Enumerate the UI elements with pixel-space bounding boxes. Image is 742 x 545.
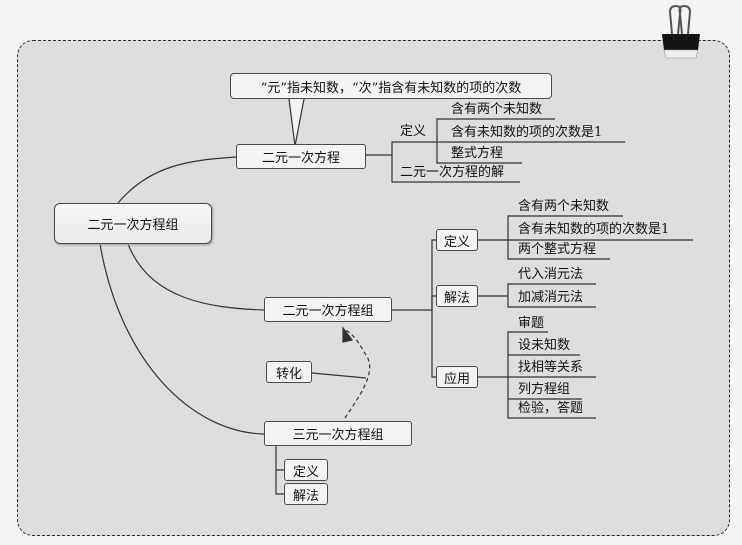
system-apply-item: 找相等关系 <box>518 360 584 375</box>
binder-clip-icon <box>662 4 700 59</box>
root-to-ternary <box>99 243 265 435</box>
transform-arrow <box>344 329 371 419</box>
ternary-label: 三元一次方程组 <box>292 428 384 443</box>
equation-solution-label: 二元一次方程的解 <box>400 165 505 180</box>
equation-label: 二元一次方程 <box>261 151 340 166</box>
root-to-equation <box>117 156 237 204</box>
transform-link <box>311 372 367 379</box>
system-apply-item: 设未知数 <box>518 338 571 353</box>
system-solve-label: 解法 <box>443 290 470 306</box>
system-apply-node[interactable]: 应用 <box>436 366 478 388</box>
equation-node[interactable]: 二元一次方程 <box>236 144 366 169</box>
system-apply-underlines <box>512 331 596 419</box>
equation-to-solution <box>391 155 398 183</box>
system-definition-item: 含有两个未知数 <box>518 199 610 214</box>
system-to-children <box>392 239 436 311</box>
equation-definition-label: 定义 <box>400 124 427 139</box>
callout-pointer <box>288 98 305 147</box>
transform-node[interactable]: 转化 <box>266 361 312 383</box>
ternary-node[interactable]: 三元一次方程组 <box>264 421 412 446</box>
ternary-to-children <box>275 445 284 495</box>
system-apply-item: 列方程组 <box>518 382 571 397</box>
system-solve-bracket <box>478 283 512 308</box>
system-apply-item: 审题 <box>518 316 545 331</box>
root-node[interactable]: 二元一次方程组 <box>54 203 212 244</box>
mindmap-board <box>17 40 730 536</box>
transform-arrowhead <box>342 326 354 343</box>
system-apply-label: 应用 <box>443 371 470 387</box>
system-definition-item: 含有未知数的项的次数是1 <box>518 222 670 237</box>
ternary-solve-node[interactable]: 解法 <box>284 483 328 505</box>
equation-definition-item: 含有两个未知数 <box>451 102 543 117</box>
ternary-definition-node[interactable]: 定义 <box>284 459 328 481</box>
system-def-underlines <box>512 215 693 260</box>
ternary-definition-label: 定义 <box>292 464 319 480</box>
equation-def-underlines <box>444 118 625 164</box>
system-label: 二元一次方程组 <box>282 304 374 319</box>
system-definition-label: 定义 <box>443 234 470 250</box>
system-solve-item: 代入消元法 <box>518 267 584 282</box>
equation-definition-item: 整式方程 <box>451 146 504 161</box>
equation-definition-item: 含有未知数的项的次数是1 <box>451 125 603 140</box>
transform-label: 转化 <box>275 366 302 382</box>
system-definition-item: 两个整式方程 <box>518 242 597 257</box>
system-solve-item: 加减消元法 <box>518 290 584 305</box>
system-solve-node[interactable]: 解法 <box>436 285 478 307</box>
callout-note: “元”指未知数，“次”指含有未知数的项的次数 <box>230 73 552 99</box>
root-to-system <box>127 243 265 311</box>
system-solve-underlines <box>512 283 596 308</box>
callout-text: “元”指未知数，“次”指含有未知数的项的次数 <box>260 80 522 96</box>
ternary-solve-label: 解法 <box>292 488 319 504</box>
root-label: 二元一次方程组 <box>87 218 179 233</box>
system-definition-node[interactable]: 定义 <box>436 229 478 251</box>
system-def-bracket <box>478 215 512 260</box>
equation-def-bracket <box>436 118 444 142</box>
system-node[interactable]: 二元一次方程组 <box>264 297 392 322</box>
system-apply-item: 检验，答题 <box>518 401 584 416</box>
equation-to-definition <box>366 141 398 156</box>
system-apply-bracket <box>478 331 512 419</box>
